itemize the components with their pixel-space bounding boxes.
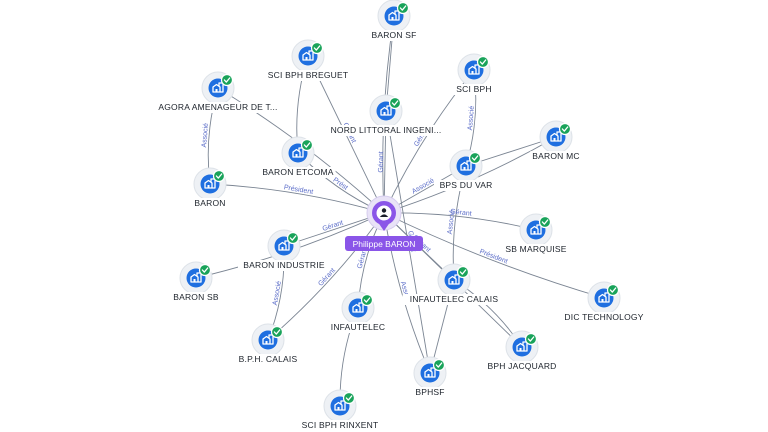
verified-check-icon	[212, 169, 226, 183]
node-label-bg	[450, 84, 498, 95]
edge-label: Associé	[411, 177, 436, 195]
edge-label: Associé	[467, 106, 476, 131]
verified-check-icon	[524, 332, 538, 346]
company-node-sci-bph[interactable]: SCI BPH	[450, 53, 498, 95]
company-node-sci-bph-breguet[interactable]: SCI BPH BREGUET	[262, 39, 354, 81]
node-label-bg	[317, 125, 455, 136]
verified-check-icon	[300, 138, 314, 152]
edge-label: Associé	[201, 123, 210, 148]
node-label: BARON MC	[532, 151, 579, 161]
edge-center-bphsf	[383, 212, 431, 374]
node-label: BARON SF	[371, 30, 416, 40]
node-label: INFAUTELEC	[331, 322, 385, 332]
node-label: SCI BPH	[456, 84, 491, 94]
company-node-bph-calais[interactable]: B.P.H. CALAIS	[227, 323, 309, 365]
node-label-bg	[169, 292, 223, 303]
edge-center-dic-technology	[383, 212, 605, 299]
person-icon-bg	[376, 205, 392, 221]
edge-label: Gérant	[322, 219, 345, 232]
node-label-bg	[326, 322, 390, 333]
company-node-bps-du-var[interactable]: BPS DU VAR	[434, 149, 498, 191]
node-label: BPH JACQUARD	[488, 361, 557, 371]
verified-check-icon	[342, 391, 356, 405]
verified-check-icon	[310, 41, 324, 55]
verified-check-icon	[220, 73, 234, 87]
company-node-baron-sb[interactable]: BARON SB	[169, 261, 223, 303]
node-label: BPS DU VAR	[440, 180, 493, 190]
nodes-layer: BARON SF SCI BPH BREGUET AGORA AMENAGEUR D…	[149, 0, 648, 431]
node-label: AGORA AMENAGEUR DE T...	[158, 102, 277, 112]
node-label: SCI BPH BREGUET	[268, 70, 348, 80]
edge-center-sb-marquise	[383, 212, 537, 231]
verified-check-icon	[286, 231, 300, 245]
node-label: SCI BPH RINXENT	[302, 420, 379, 430]
node-label-bg	[402, 294, 506, 305]
node-label: B.P.H. CALAIS	[239, 354, 298, 364]
verified-check-icon	[606, 283, 620, 297]
center-person-name: Philippe BARON	[353, 239, 416, 249]
company-node-agora[interactable]: AGORA AMENAGEUR DE T...	[149, 71, 287, 113]
node-label: BPHSF	[415, 387, 444, 397]
node-label-bg	[501, 244, 571, 255]
verified-check-icon	[456, 265, 470, 279]
company-node-baron-sf[interactable]: BARON SF	[367, 0, 421, 41]
person-icon	[379, 208, 389, 217]
center-pin-tip	[378, 223, 390, 231]
node-label: DIC TECHNOLOGY	[564, 312, 643, 322]
node-label: INFAUTELEC CALAIS	[410, 294, 499, 304]
edge-label: Associé	[447, 209, 457, 234]
node-label: BARON	[194, 198, 225, 208]
company-node-infautelec[interactable]: INFAUTELEC	[326, 291, 390, 333]
edge-label: Gérant	[450, 208, 472, 217]
node-label: BARON INDUSTRIE	[243, 260, 325, 270]
node-label-bg	[412, 387, 448, 398]
node-label: NORD LITTORAL INGENI...	[331, 125, 442, 135]
company-node-sci-bph-rinxent[interactable]: SCI BPH RINXENT	[294, 389, 386, 431]
node-label-bg	[434, 180, 498, 191]
verified-check-icon	[198, 263, 212, 277]
node-label-bg	[227, 354, 309, 365]
company-node-baron-mc[interactable]: BARON MC	[529, 120, 583, 162]
node-label-bg	[192, 198, 228, 209]
node-label-bg	[262, 70, 354, 81]
verified-check-icon	[538, 215, 552, 229]
verified-check-icon	[396, 1, 410, 15]
company-node-dic-technology[interactable]: DIC TECHNOLOGY	[560, 281, 648, 323]
company-node-baron[interactable]: BARON	[192, 167, 228, 209]
company-node-baron-industrie[interactable]: BARON INDUSTRIE	[238, 229, 330, 271]
edge-center-bph-calais	[267, 212, 385, 341]
edge-label: Président	[283, 184, 313, 196]
verified-check-icon	[558, 122, 572, 136]
company-node-sb-marquise[interactable]: SB MARQUISE	[501, 213, 571, 255]
verified-check-icon	[270, 325, 284, 339]
company-node-nord-littoral[interactable]: NORD LITTORAL INGENI...	[317, 94, 455, 136]
node-label-bg	[484, 361, 560, 372]
node-label-bg	[149, 102, 287, 113]
edge-center-baron	[209, 183, 385, 214]
edge-label: Associé	[272, 280, 283, 305]
edge-label: Gérant	[378, 151, 385, 173]
node-label: BARON SB	[173, 292, 219, 302]
company-node-infautelec-calais[interactable]: INFAUTELEC CALAIS	[402, 263, 506, 305]
node-label-bg	[529, 151, 583, 162]
node-label: BARON ETCOMA	[262, 167, 333, 177]
node-label-bg	[294, 420, 386, 431]
verified-check-icon	[360, 293, 374, 307]
center-label-badge	[345, 236, 423, 251]
node-label-bg	[238, 260, 330, 271]
center-person-node[interactable]: Philippe BARON	[345, 195, 423, 251]
node-label-bg	[260, 167, 336, 178]
node-label: SB MARQUISE	[505, 244, 566, 254]
node-label-bg	[560, 312, 648, 323]
company-node-baron-etcoma[interactable]: BARON ETCOMA	[260, 136, 336, 178]
edge-label: Prést	[331, 177, 348, 192]
verified-check-icon	[468, 151, 482, 165]
node-label-bg	[367, 30, 421, 41]
company-node-bph-jacquard[interactable]: BPH JACQUARD	[484, 330, 560, 372]
company-node-bphsf[interactable]: BPHSF	[412, 356, 448, 398]
verified-check-icon	[388, 96, 402, 110]
verified-check-icon	[476, 55, 490, 69]
verified-check-icon	[432, 358, 446, 372]
